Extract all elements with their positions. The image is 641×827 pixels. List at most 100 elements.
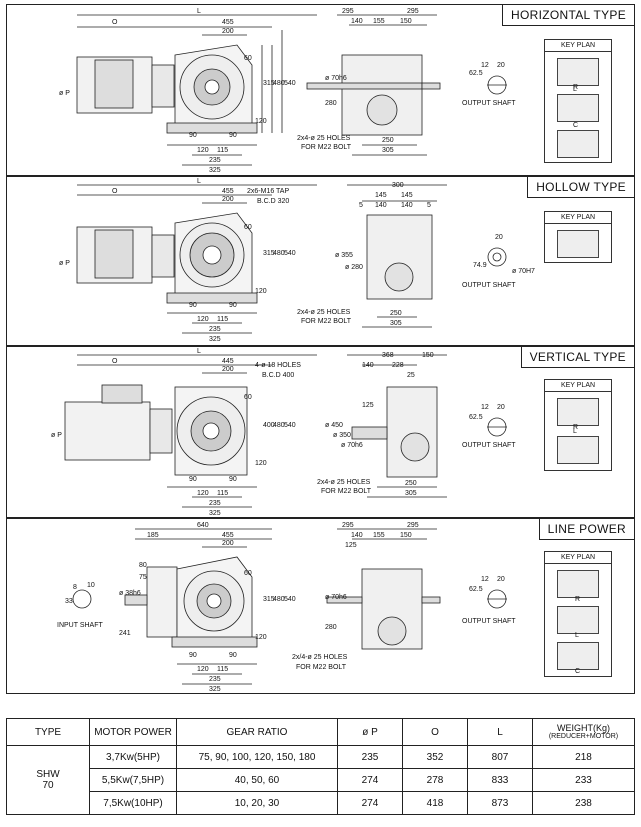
dim-250: 250	[382, 137, 394, 144]
dim-305: 305	[390, 320, 402, 327]
pcd-label: B.C.D 400	[262, 372, 294, 379]
dim-90b: 90	[229, 132, 237, 139]
col-l: L	[467, 718, 533, 746]
key-l	[557, 436, 599, 464]
dim-235: 235	[209, 500, 221, 507]
key-r	[557, 398, 599, 426]
tap-label: 2x6-M16 TAP	[247, 188, 289, 195]
dim-120: 120	[255, 460, 267, 467]
dim-325: 325	[209, 336, 221, 343]
col-o: O	[402, 718, 468, 746]
col-motor-power: MOTOR POWER	[89, 718, 177, 746]
dim-90b: 90	[229, 652, 237, 659]
p-cell: 274	[337, 768, 403, 792]
l-cell: 873	[467, 791, 533, 815]
panel-title: LINE POWER	[538, 519, 634, 540]
dim-295a: 295	[342, 8, 354, 15]
dim-p: ø P	[51, 432, 62, 439]
dim-140: 140	[351, 18, 363, 25]
table-row: 7,5Kw(10HP) 10, 20, 30 274 418 873 238	[7, 791, 635, 815]
dim-5a: 5	[359, 202, 363, 209]
dim-120b: 120	[197, 666, 209, 673]
key-plan-title: KEY PLAN	[545, 380, 611, 392]
key-c-label: C	[573, 122, 579, 129]
dim-62-5: 62.5	[469, 70, 483, 77]
dim-480: 480	[273, 80, 285, 87]
dim-12: 12	[481, 62, 489, 69]
dim-120: 120	[255, 288, 267, 295]
col-weight-title: WEIGHT(Kg)	[557, 723, 610, 733]
table-row: 5,5Kw(7,5HP) 40, 50, 60 274 278 833 233	[7, 768, 635, 792]
dim-62-5: 62.5	[469, 414, 483, 421]
panel-line-power: LINE POWER 640 185	[6, 518, 635, 694]
dim-75: 75	[139, 574, 147, 581]
dim-115: 115	[217, 490, 228, 497]
dim-o: O	[112, 188, 118, 195]
key-plan: KEY PLAN	[544, 211, 612, 263]
key-hollow	[557, 230, 599, 258]
panel-horizontal: HORIZONTAL TYPE	[6, 4, 635, 176]
dim-355: ø 355	[335, 252, 353, 259]
vertical-drawing: L O 445 200 368 150 228 140 25 4-ø 18 HO…	[51, 348, 516, 517]
dim-400: 400	[263, 422, 275, 429]
output-shaft-label: OUTPUT SHAFT	[462, 100, 516, 107]
dim-280: 280	[325, 100, 337, 107]
dim-120: 120	[255, 634, 267, 641]
dim-295b: 295	[407, 522, 419, 529]
key-plan: KEY PLAN R L C	[544, 39, 612, 163]
input-shaft-label: INPUT SHAFT	[57, 622, 103, 629]
dim-60: 60	[244, 394, 252, 401]
dim-455: 455	[222, 188, 234, 195]
holes-label: 2x4-ø 25 HOLES	[297, 135, 351, 142]
dim-p: ø P	[59, 90, 70, 97]
dim-90b: 90	[229, 302, 237, 309]
dim-70h6: ø 70h6	[325, 75, 347, 82]
holes-label: 2x/4-ø 25 HOLES	[292, 654, 348, 661]
dim-10: 10	[87, 582, 95, 589]
dim-140: 140	[351, 532, 363, 539]
pcd-label: B.C.D 320	[257, 198, 289, 205]
dim-115: 115	[217, 316, 228, 323]
key-c	[557, 130, 599, 158]
dim-8: 8	[73, 584, 77, 591]
dim-20: 20	[497, 576, 505, 583]
dim-150: 150	[422, 352, 434, 359]
col-weight: WEIGHT(Kg) (REDUCER+MOTOR)	[532, 718, 635, 746]
weight-cell: 233	[532, 768, 635, 792]
dim-12: 12	[481, 404, 489, 411]
dim-145a: 145	[375, 192, 387, 199]
o-cell: 278	[402, 768, 468, 792]
dim-300: 300	[392, 182, 404, 189]
dim-185: 185	[147, 532, 159, 539]
dim-60: 60	[244, 224, 252, 231]
dim-155: 155	[373, 18, 385, 25]
bolt-label: FOR M22 BOLT	[296, 664, 347, 671]
output-shaft-label: OUTPUT SHAFT	[462, 282, 516, 289]
dim-140a: 140	[375, 202, 387, 209]
p-cell: 235	[337, 745, 403, 769]
dim-325: 325	[209, 686, 221, 693]
p-cell: 274	[337, 791, 403, 815]
horizontal-drawing: L O 455 200 295 295 140 155 150 ø P 60 3…	[59, 8, 516, 174]
dim-90a: 90	[189, 132, 197, 139]
dim-540: 540	[284, 422, 296, 429]
dim-241: 241	[119, 630, 131, 637]
dim-145b: 145	[401, 192, 413, 199]
dim-235: 235	[209, 676, 221, 683]
dim-315: 315	[263, 596, 275, 603]
bolt-label: FOR M22 BOLT	[301, 318, 352, 325]
dim-125: 125	[362, 402, 374, 409]
dim-250: 250	[405, 480, 417, 487]
key-r-label: R	[573, 424, 579, 431]
dim-74-9: 74.9	[473, 262, 487, 269]
dim-25: 25	[407, 372, 415, 379]
dim-38h6: ø 38h6	[119, 590, 141, 597]
hollow-drawing: L O 455 200 300 145 145 140 140 5 5 2x6-…	[59, 178, 535, 343]
output-shaft-label: OUTPUT SHAFT	[462, 618, 516, 625]
dim-325: 325	[209, 167, 221, 174]
holes-top-label: 4-ø 18 HOLES	[255, 362, 301, 369]
holes-label: 2x4-ø 25 HOLES	[317, 479, 371, 486]
key-plan: KEY PLAN R L C	[544, 551, 612, 677]
dim-200: 200	[222, 28, 234, 35]
type-cell: SHW 70	[6, 745, 90, 815]
